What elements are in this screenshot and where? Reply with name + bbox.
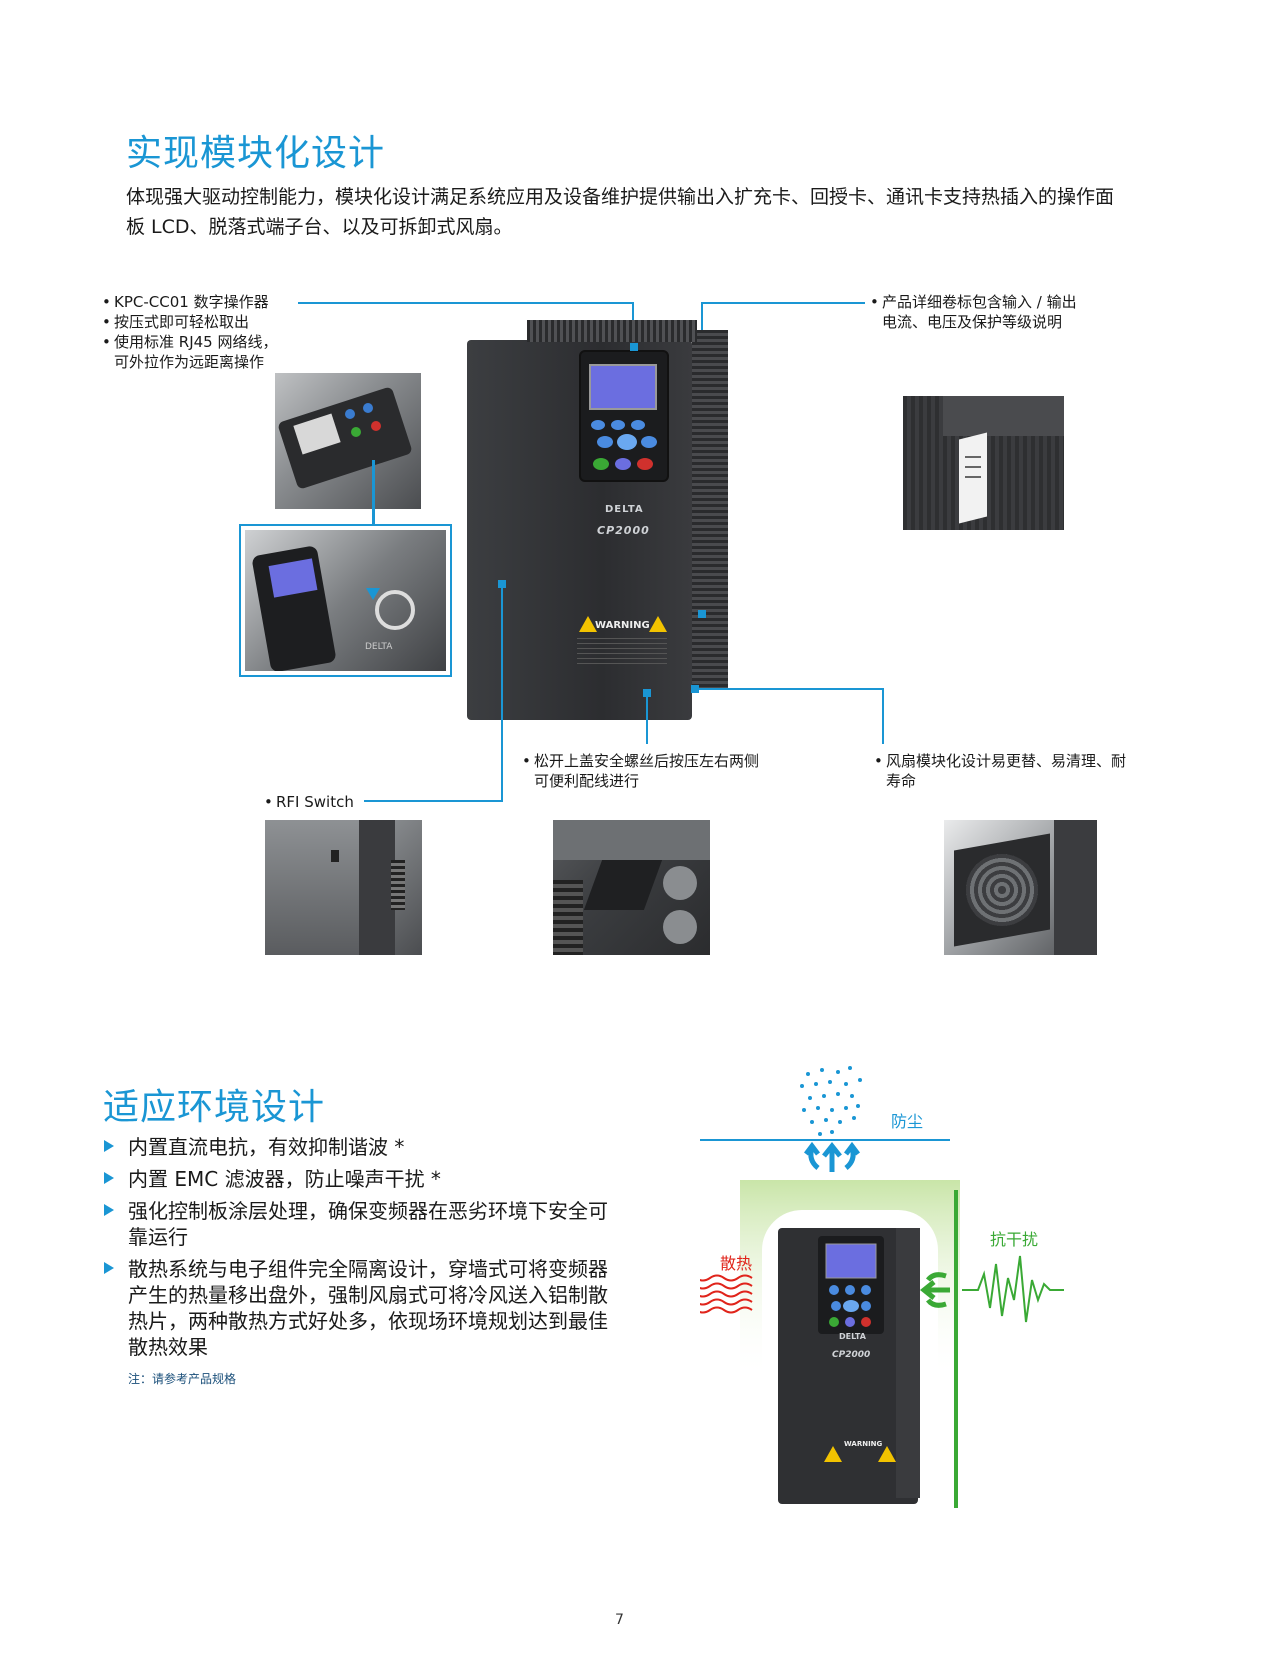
feature-item: 内置 EMC 滤波器，防止噪声干扰 * — [104, 1166, 612, 1192]
feature-item: 散热系统与电子组件完全隔离设计，穿墙式可将变频器产生的热量移出盘外，强制风扇式可… — [104, 1256, 612, 1360]
drive-small-image — [778, 1228, 920, 1504]
cover-photo — [553, 820, 710, 955]
leader-rfi-v — [501, 584, 503, 802]
interference-deflect-arrows-icon — [919, 1272, 950, 1308]
callout-rfi: •RFI Switch — [264, 793, 354, 811]
keypad-arrow-head — [366, 588, 380, 600]
leader-fan-v — [882, 688, 884, 744]
interference-label: 抗干扰 — [990, 1230, 1039, 1249]
callout-keypad-line4: 可外拉作为远距离操作 — [114, 353, 265, 371]
warning-icon — [579, 616, 597, 632]
callout-label-line2: 电流、电压及保护等级说明 — [882, 313, 1063, 331]
callout-cover-line1: 松开上盖安全螺丝后按压左右两侧 — [534, 752, 760, 770]
callout-label: •产品详细卷标包含输入 / 输出 电流、电压及保护等级说明 — [870, 292, 1130, 332]
rfi-photo — [265, 820, 422, 955]
callout-fan-line1: 风扇模块化设计易更替、易清理、耐 — [886, 752, 1127, 770]
callout-keypad-line1: KPC-CC01 数字操作器 — [114, 293, 269, 311]
callout-cover-line2: 可便利配线进行 — [534, 772, 640, 790]
callout-keypad-line3: 使用标准 RJ45 网络线， — [114, 333, 278, 351]
heat-label: 散热 — [720, 1254, 753, 1273]
callout-keypad-line2: 按压式即可轻松取出 — [114, 313, 250, 331]
warning-icon-right — [649, 616, 667, 632]
marker-label — [698, 610, 706, 618]
keypad-photo — [275, 373, 421, 509]
page-number: 7 — [615, 1612, 624, 1628]
feature-item: 内置直流电抗，有效抑制谐波 * — [104, 1134, 612, 1160]
drive-logo: DELTA — [605, 504, 644, 515]
marker-keypad — [630, 343, 638, 351]
keypad-detail-frame: DELTA — [239, 524, 452, 677]
dust-label: 防尘 — [891, 1112, 924, 1131]
fan-photo — [944, 820, 1097, 955]
feature-item: 强化控制板涂层处理，确保变频器在恶劣环境下安全可靠运行 — [104, 1198, 612, 1250]
drive-small-logo: DELTA — [839, 1332, 866, 1341]
heat-waves-icon — [700, 1274, 753, 1314]
callout-keypad: •KPC-CC01 数字操作器 •按压式即可轻松取出 •使用标准 RJ45 网络… — [102, 292, 302, 372]
spec-note: 注：请参考产品规格 — [128, 1372, 237, 1386]
callout-fan-line2: 寿命 — [886, 772, 917, 790]
callout-cover: •松开上盖安全螺丝后按压左右两侧 可便利配线进行 — [522, 751, 802, 791]
section1-paragraph: 体现强大驱动控制能力，模块化设计满足系统应用及设备维护提供输出入扩充卡、回授卡、… — [126, 186, 1115, 238]
section2-title: 适应环境设计 — [103, 1087, 326, 1128]
bullet-arrow-icon — [104, 1204, 114, 1216]
bullet-arrow-icon — [104, 1262, 114, 1274]
section1-title: 实现模块化设计 — [126, 133, 386, 174]
drive-small-model: CP2000 — [832, 1350, 871, 1360]
bullet-arrow-icon — [104, 1172, 114, 1184]
leader-fan-h — [694, 688, 884, 690]
callout-rfi-text: RFI Switch — [276, 793, 354, 811]
drive-small-warning: WARNING — [844, 1440, 883, 1448]
callout-fan: •风扇模块化设计易更替、易清理、耐 寿命 — [874, 751, 1164, 791]
drive-main-image: DELTA CP2000 WARNING — [467, 320, 732, 720]
dust-icon — [800, 1066, 862, 1136]
environment-diagram — [700, 1066, 1064, 1510]
callout-label-line1: 产品详细卷标包含输入 / 输出 — [882, 293, 1077, 311]
bullet-arrow-icon — [104, 1140, 114, 1152]
feature-list: 内置直流电抗，有效抑制谐波 * 内置 EMC 滤波器，防止噪声干扰 * 强化控制… — [104, 1134, 612, 1366]
dust-deflect-arrows-icon — [804, 1141, 860, 1172]
drive-warning-label: WARNING — [595, 620, 650, 631]
interference-wave-icon — [962, 1255, 1064, 1323]
drive-model: CP2000 — [597, 524, 650, 537]
leader-cover-v — [646, 692, 648, 744]
leader-rfi-h — [364, 800, 503, 802]
leader-label-h — [701, 302, 865, 304]
keypad-detail-photo: DELTA — [245, 530, 446, 671]
label-photo — [903, 396, 1064, 530]
leader-keypad-h — [298, 302, 634, 304]
